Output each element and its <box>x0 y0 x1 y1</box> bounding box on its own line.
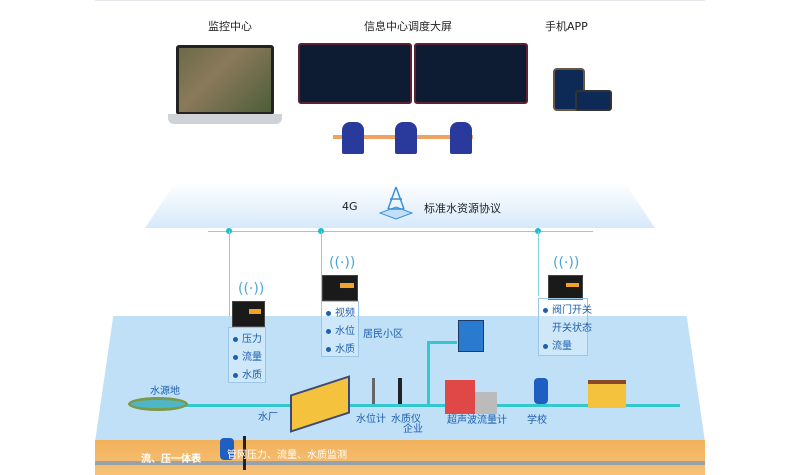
ultrasonic-meter-icon <box>534 378 548 404</box>
flow-pressure-label: 流、压一体表 <box>141 454 201 465</box>
network-band <box>145 182 655 228</box>
dashboard-screen-left <box>298 43 412 104</box>
school-label: 学校 <box>527 415 547 426</box>
info-center-title: 信息中心调度大屏 <box>364 20 452 33</box>
branch-pipeline <box>427 341 457 344</box>
station-2-items: 视频 水位 水质 <box>321 301 359 357</box>
station-3-items: 阀门开关 开关状态 流量 <box>538 298 592 356</box>
link-line <box>538 231 539 296</box>
laptop-base <box>168 114 282 124</box>
phone-image <box>553 68 585 111</box>
wifi-icon: ((·)) <box>238 281 265 297</box>
rtu-device <box>548 275 583 300</box>
level-meter-icon <box>372 378 375 404</box>
station-item: 阀门开关 <box>543 302 592 320</box>
underground-layer <box>95 440 705 475</box>
tablet-image <box>575 90 612 111</box>
factory-annex-icon <box>475 392 497 414</box>
reservoir-icon <box>128 397 188 411</box>
top-divider <box>95 0 705 1</box>
quality-meter-label: 水质仪 <box>391 414 421 425</box>
station-item: 流量 <box>543 338 583 356</box>
school-building-icon <box>588 380 626 408</box>
station-item: 水质 <box>233 367 262 385</box>
protocol-label: 标准水资源协议 <box>424 202 501 215</box>
ultrasonic-meter-label: 超声波流量计 <box>447 415 507 426</box>
main-pipeline <box>180 404 680 407</box>
operator-person-icon <box>342 122 364 154</box>
station-item: 流量 <box>233 349 262 367</box>
water-source-label: 水源地 <box>150 386 180 397</box>
factory-icon <box>445 380 475 414</box>
level-meter-label: 水位计 <box>356 414 386 425</box>
laptop-image <box>176 45 274 115</box>
flow-pressure-meter-icon <box>220 438 234 460</box>
network-tech-label: 4G <box>342 200 358 213</box>
residential-label: 居民小区 <box>363 329 403 340</box>
station-item: 压力 <box>233 331 262 349</box>
residential-building-icon <box>458 320 484 352</box>
rtu-device <box>232 301 265 327</box>
station-1-items: 压力 流量 水质 <box>228 327 266 383</box>
operator-person-icon <box>450 122 472 154</box>
station-item: 水质 <box>326 341 355 359</box>
dashboard-screen-right <box>414 43 528 104</box>
protocol-tower-icon <box>378 186 414 220</box>
quality-meter-icon <box>398 378 402 404</box>
underground-pipe <box>95 461 705 465</box>
station-item: 视频 <box>326 305 355 323</box>
wifi-icon: ((·)) <box>329 255 356 271</box>
pipe-monitor-label: 管网压力、流量、水质监测 <box>227 450 347 461</box>
pipe-sensor-icon <box>243 436 246 470</box>
station-item: 开关状态 <box>552 323 592 334</box>
network-bus-line <box>208 231 593 232</box>
mobile-app-title: 手机APP <box>545 20 588 33</box>
station-item: 水位 <box>326 323 355 341</box>
branch-pipeline <box>427 341 430 405</box>
wifi-icon: ((·)) <box>553 255 580 271</box>
enterprise-label: 企业 <box>403 424 423 435</box>
rtu-device <box>322 275 358 301</box>
monitor-center-title: 监控中心 <box>208 20 252 33</box>
operator-person-icon <box>395 122 417 154</box>
link-line <box>321 231 322 301</box>
water-plant-label: 水厂 <box>258 412 278 423</box>
